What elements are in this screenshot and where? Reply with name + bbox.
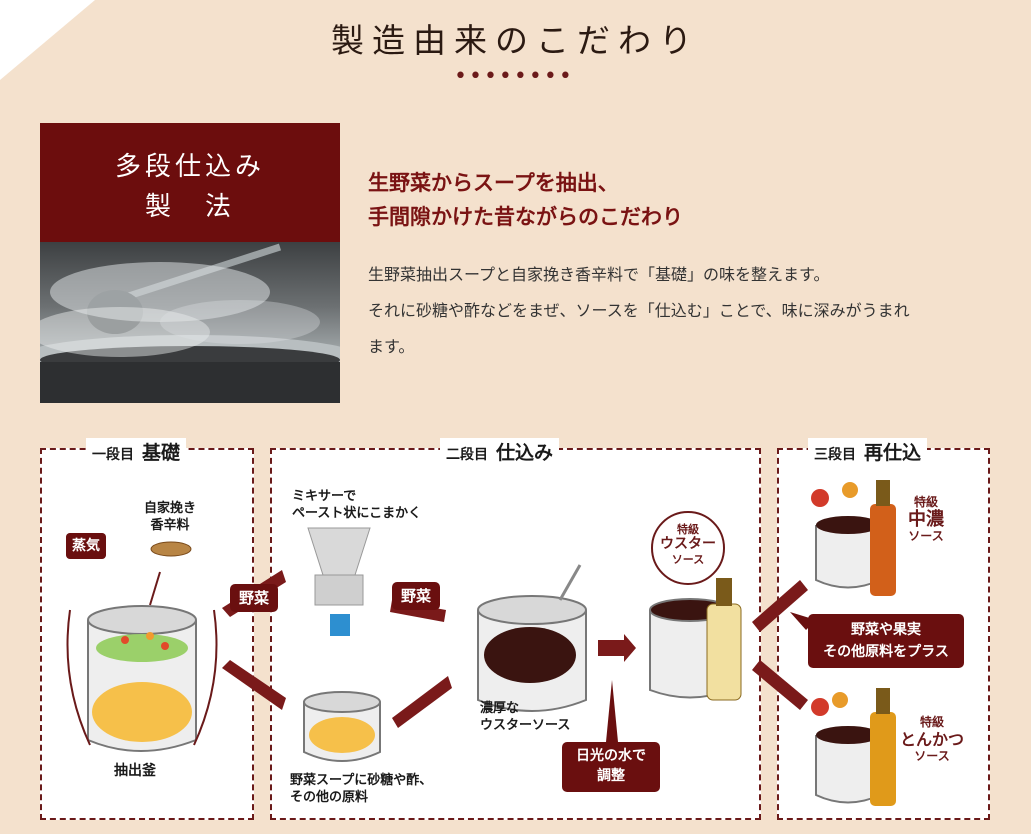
stage3-label: 三段目再仕込 <box>808 438 928 465</box>
tonkatsu-line-2: とんかつ <box>900 730 965 749</box>
spice-label: 自家挽き 香辛料 <box>144 500 196 534</box>
tonkatsu-badge: 特級 とんかつ ソース <box>900 714 964 765</box>
method-line-1: 多段仕込み <box>114 152 265 182</box>
headline-line-2: 手間隙かけた昔ながらのこだわり <box>368 205 683 229</box>
stage2-label-small: 二段目 <box>446 447 488 463</box>
soup-label: 野菜スープに砂糖や酢、 その他の原料 <box>290 772 432 806</box>
mixer-label: ミキサーで ペースト状にこまかく <box>292 488 421 522</box>
badge-line-3: ソース <box>671 553 705 566</box>
chuno-line-3: ソース <box>908 529 944 543</box>
plus-line-1: 野菜や果実 <box>851 622 921 638</box>
soup-line-1: 野菜スープに砂糖や酢、 <box>290 773 433 788</box>
chuno-line-1: 特級 <box>913 495 938 509</box>
steam-tag: 蒸気 <box>66 533 106 559</box>
description-line-2: それに砂糖や酢などをまぜ、ソースを「仕込む」ことで、味に深みがうまれ <box>368 301 910 320</box>
mixer-line-1: ミキサーで <box>292 489 357 504</box>
method-box: 多段仕込み 製 法 <box>40 123 340 242</box>
description-line-3: ます。 <box>368 337 415 356</box>
water-line-2: 調整 <box>597 768 625 784</box>
description-line-1: 生野菜抽出スープと自家挽き香辛料で「基礎」の味を整えます。 <box>368 265 830 284</box>
headline: 生野菜からスープを抽出、 手間隙かけた昔ながらのこだわり <box>368 166 683 234</box>
chuno-badge: 特級 中濃 ソース <box>908 494 944 545</box>
tonkatsu-line-1: 特級 <box>920 715 945 729</box>
soup-line-2: その他の原料 <box>290 790 369 805</box>
description: 生野菜抽出スープと自家挽き香辛料で「基礎」の味を整えます。 それに砂糖や酢などを… <box>368 257 988 365</box>
stage2-label: 二段目仕込み <box>440 438 560 465</box>
worcester-badge: 特級 ウスター ソース <box>658 522 718 567</box>
vegetable-tag-1: 野菜 <box>230 584 278 612</box>
water-line-1: 日光の水で <box>576 748 646 764</box>
stage2-label-large: 仕込み <box>496 442 554 464</box>
title-background <box>312 6 720 62</box>
method-line-2: 製 法 <box>144 192 235 222</box>
stage1-label: 一段目基礎 <box>86 438 187 465</box>
spice-line-2: 香辛料 <box>150 518 190 533</box>
mixer-line-2: ペースト状にこまかく <box>292 506 422 521</box>
water-tag: 日光の水で 調整 <box>562 742 660 792</box>
stage3-label-large: 再仕込 <box>864 442 922 464</box>
vegetable-tag-2: 野菜 <box>392 582 440 610</box>
stage3-label-small: 三段目 <box>814 447 856 463</box>
thick-line-1: 濃厚な <box>480 701 520 716</box>
section-title: 製造由来のこだわり <box>331 21 700 60</box>
thick-sauce-label: 濃厚な ウスターソース <box>480 700 570 734</box>
tonkatsu-line-3: ソース <box>914 749 950 763</box>
badge-line-1: 特級 <box>677 523 699 536</box>
spice-line-1: 自家挽き <box>144 501 197 516</box>
chuno-line-2: 中濃 <box>908 509 944 530</box>
pot-label: 抽出釜 <box>114 763 156 779</box>
title-dots: •••••••• <box>454 64 574 89</box>
stage1-label-small: 一段目 <box>92 447 134 463</box>
badge-line-2: ウスター <box>660 536 716 552</box>
photo-drawing <box>40 243 340 403</box>
plus-line-2: その他原料をプラス <box>823 644 949 660</box>
headline-line-1: 生野菜からスープを抽出、 <box>368 171 619 195</box>
stage1-label-large: 基礎 <box>142 442 181 464</box>
thick-line-2: ウスターソース <box>480 718 571 733</box>
steaming-pot-photo <box>40 242 340 403</box>
plus-ingredients-tag: 野菜や果実 その他原料をプラス <box>808 614 964 668</box>
